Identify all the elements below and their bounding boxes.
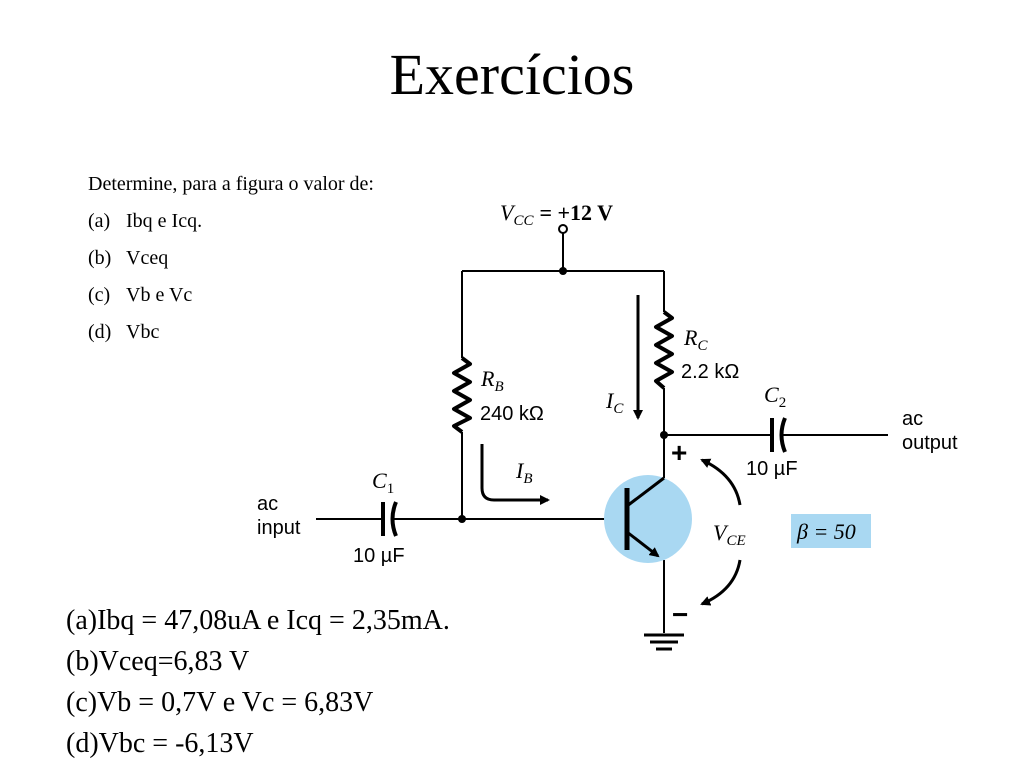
ground-symbol <box>644 633 684 651</box>
c2-value: 10 µF <box>746 458 798 480</box>
input-label: ac input <box>257 493 301 539</box>
question-item: (d) Vbc <box>88 320 202 357</box>
c1-capacitor-symbol <box>381 501 398 537</box>
question-text: Vceq <box>126 247 169 269</box>
vcc-label: VCC= +12 V <box>500 200 613 229</box>
circuit-wires <box>316 233 888 633</box>
vce-plus-sign: + <box>671 437 687 468</box>
ic-label: IC <box>605 388 624 417</box>
question-label: (b) <box>88 247 112 269</box>
c2-label: C2 <box>764 382 786 411</box>
rc-label: RC <box>683 325 708 354</box>
beta-box <box>791 514 871 548</box>
rc-resistor-symbol <box>654 310 674 390</box>
vce-minus-sign: − <box>672 599 688 630</box>
c1-value: 10 µF <box>353 545 405 567</box>
rb-label: RB <box>480 366 504 395</box>
junction-dot <box>660 431 668 439</box>
junction-dot <box>559 267 567 275</box>
slide-title: Exercícios <box>389 42 635 107</box>
ib-label: IB <box>515 458 533 487</box>
question-item: (c) Vb e Vc <box>88 283 202 320</box>
rc-value: 2.2 kΩ <box>681 361 739 383</box>
question-text: Vbc <box>126 321 160 343</box>
answer-item: (d)Vbc = -6,13V <box>66 728 254 759</box>
question-text: Vb e Vc <box>126 284 193 306</box>
answer-item: (b)Vceq=6,83 V <box>66 646 250 677</box>
beta-value: β = 50 <box>796 519 856 544</box>
exercise-prompt: Determine, para a figura o valor de: <box>88 173 374 195</box>
rb-resistor-symbol <box>452 356 472 434</box>
output-label: ac output <box>902 408 958 454</box>
c1-label: C1 <box>372 468 394 497</box>
question-item: (b) Vceq <box>88 246 202 283</box>
question-label: (c) <box>88 284 111 306</box>
answer-list: (a)Ibq = 47,08uA e Icq = 2,35mA. (b)Vceq… <box>66 600 450 764</box>
npn-transistor-symbol <box>604 475 692 563</box>
c2-capacitor-symbol <box>770 417 787 453</box>
vcc-terminal <box>558 224 568 234</box>
vce-arrow-down <box>700 559 742 606</box>
answer-item: (c)Vb = 0,7V e Vc = 6,83V <box>66 687 374 718</box>
rb-value: 240 kΩ <box>480 403 544 425</box>
question-item: (a) Ibq e Icq. <box>88 209 202 246</box>
answer-item: (a)Ibq = 47,08uA e Icq = 2,35mA. <box>66 605 450 636</box>
junction-dot <box>458 515 466 523</box>
vce-arrow-up <box>700 458 742 506</box>
vce-label: VCE <box>713 520 746 549</box>
question-label: (d) <box>88 321 112 343</box>
question-text: Ibq e Icq. <box>126 210 203 232</box>
ib-arrow <box>480 444 550 505</box>
question-label: (a) <box>88 210 111 232</box>
question-list: (a) Ibq e Icq. (b) Vceq (c) Vb e Vc (d) Vbc <box>88 209 202 357</box>
